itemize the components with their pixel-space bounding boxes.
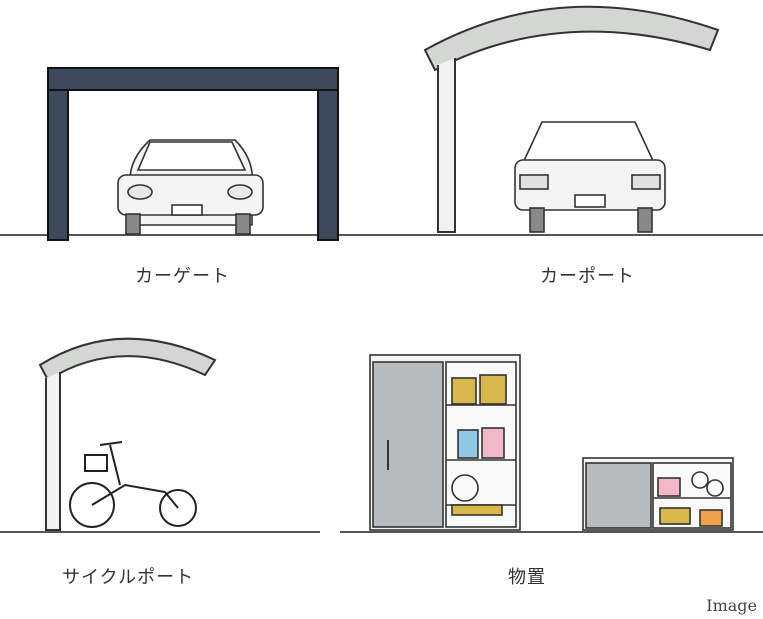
carport-roof bbox=[423, 5, 720, 72]
gate-beam bbox=[47, 67, 339, 91]
image-note: Image bbox=[706, 596, 757, 615]
cycle-port-drawing bbox=[0, 337, 320, 533]
bucket-icon bbox=[457, 429, 479, 459]
carport-post bbox=[437, 58, 456, 233]
cycle-port-illustration: サイクルポート bbox=[0, 320, 320, 588]
gate-post-left bbox=[47, 69, 69, 241]
car-icon bbox=[514, 121, 666, 233]
cycle-port-label: サイクルポート bbox=[62, 567, 195, 588]
small-shed bbox=[582, 457, 734, 531]
bicycle-icon bbox=[69, 441, 197, 528]
box-icon bbox=[659, 507, 691, 525]
roll-icon bbox=[691, 471, 709, 489]
car-gate-illustration: カーゲート bbox=[0, 0, 380, 287]
roll-icon bbox=[706, 479, 724, 497]
gate-post-right bbox=[317, 69, 339, 241]
carport-label: カーポート bbox=[540, 266, 635, 287]
box-icon bbox=[481, 427, 505, 459]
cycle-port-roof bbox=[38, 337, 217, 382]
box-icon bbox=[451, 377, 477, 405]
carport-drawing bbox=[380, 5, 763, 236]
car-gate-drawing bbox=[0, 67, 380, 241]
carport-illustration: カーポート bbox=[380, 0, 763, 287]
shed-door bbox=[585, 462, 652, 529]
shed-door bbox=[372, 361, 444, 528]
storage-shed-illustration: 物置 bbox=[340, 320, 763, 588]
box-icon bbox=[657, 477, 681, 497]
hose-icon bbox=[451, 474, 479, 502]
box-icon bbox=[699, 509, 723, 527]
large-shed bbox=[369, 354, 521, 531]
cycle-port-post bbox=[45, 372, 61, 531]
car-icon bbox=[117, 139, 264, 235]
storage-shed-label: 物置 bbox=[508, 567, 546, 588]
storage-shed-drawing bbox=[340, 354, 763, 533]
car-gate-label: カーゲート bbox=[135, 266, 230, 287]
box-icon bbox=[479, 374, 507, 405]
